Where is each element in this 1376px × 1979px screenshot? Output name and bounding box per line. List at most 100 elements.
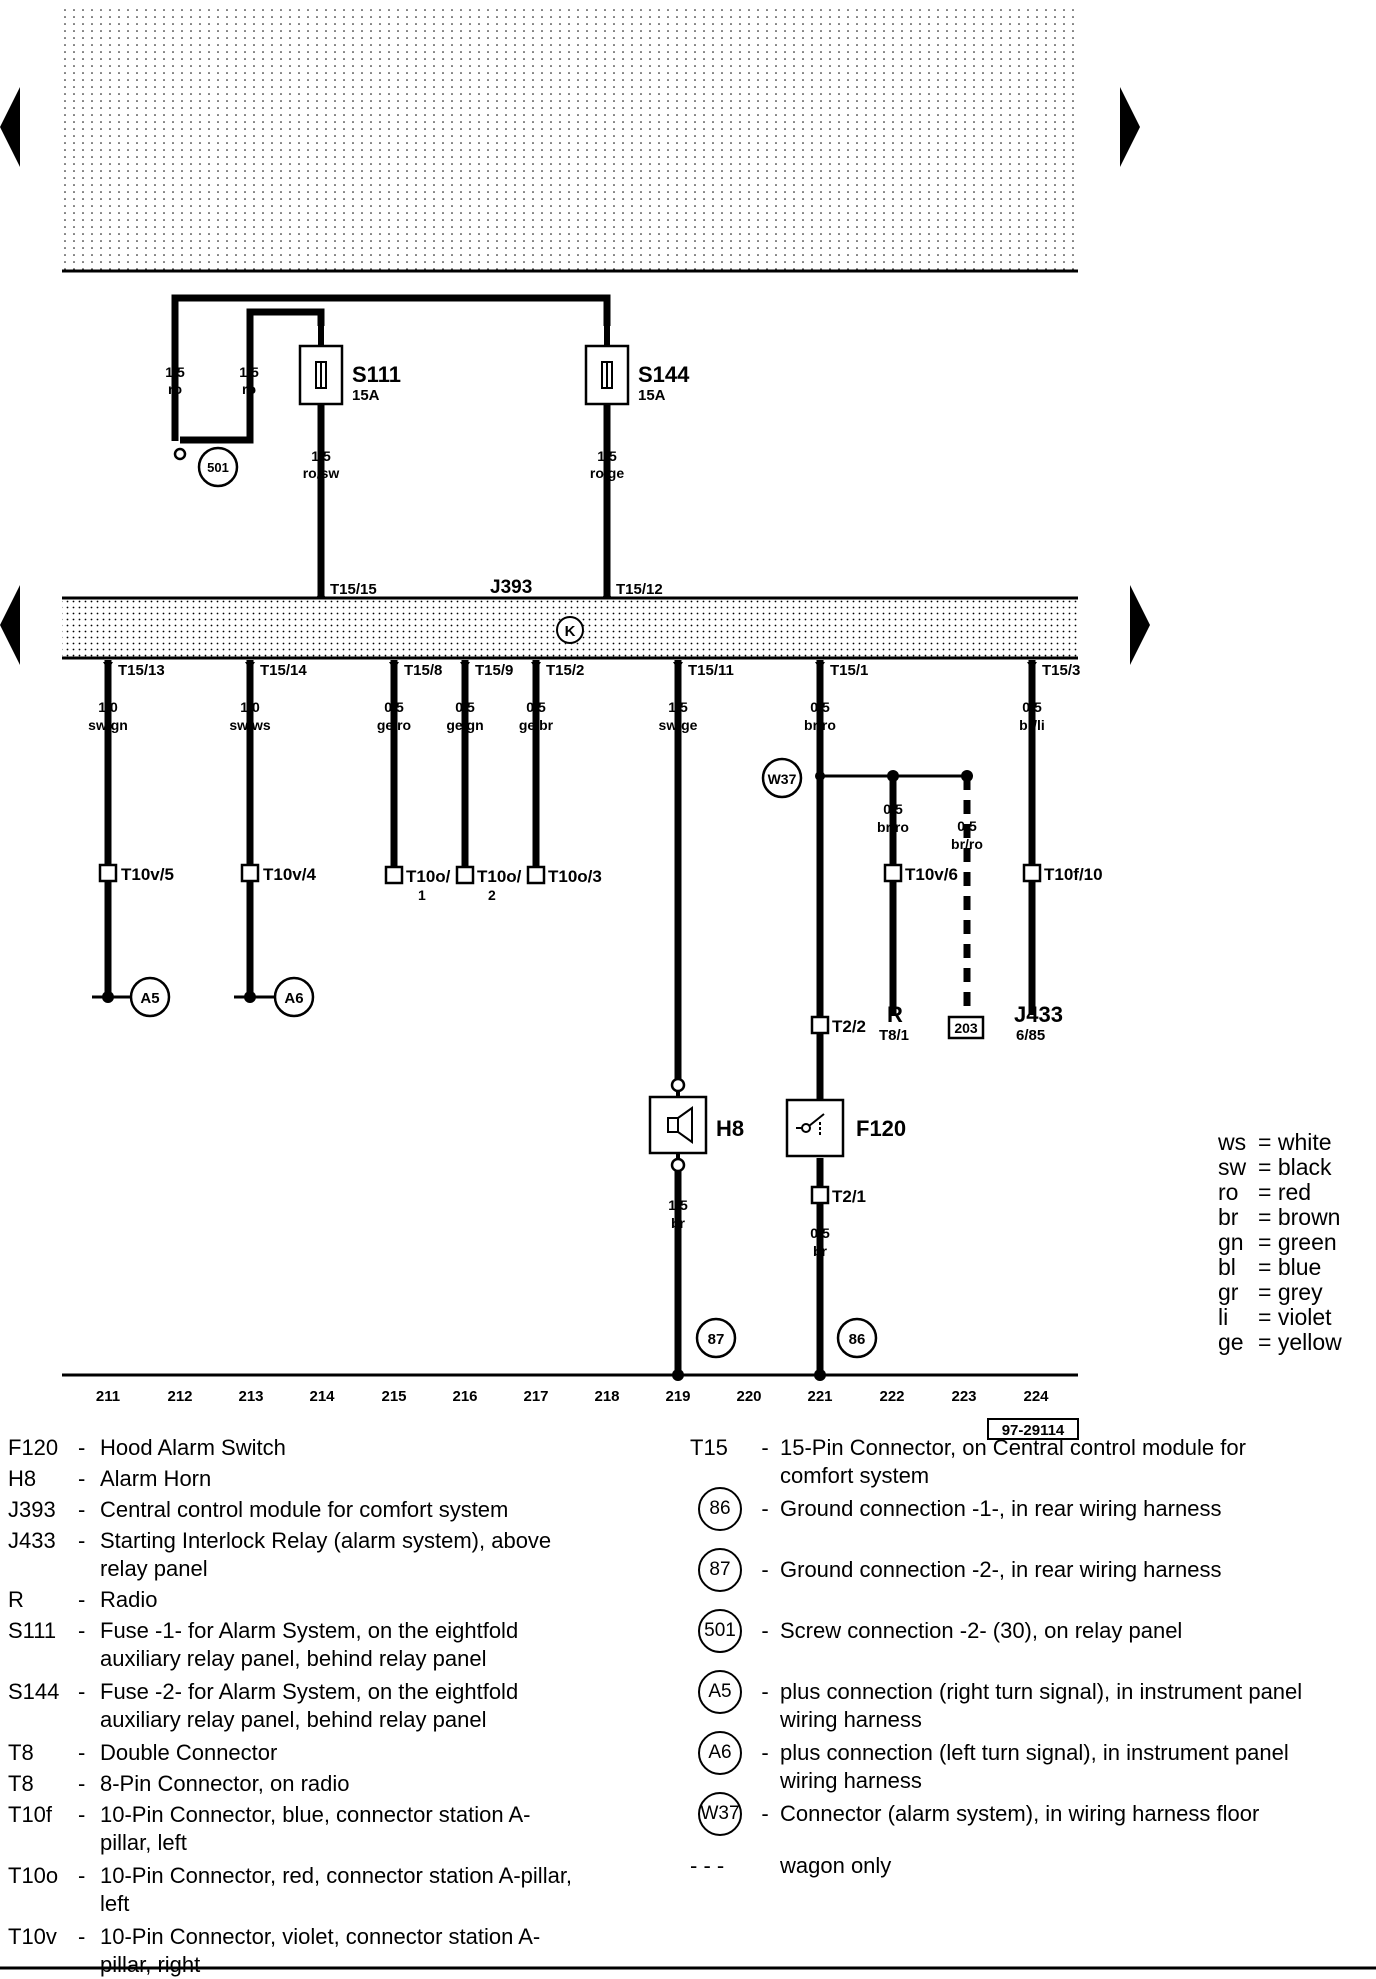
color-key-name: grey bbox=[1277, 1279, 1323, 1305]
next-page-arrow-2[interactable] bbox=[1130, 585, 1150, 665]
prev-page-arrow-2[interactable] bbox=[0, 585, 20, 665]
alarm-horn-h8 bbox=[648, 1077, 708, 1173]
color-key-row: gn= green bbox=[1218, 1229, 1337, 1255]
conn-t10o-1: T10o/ bbox=[406, 867, 451, 886]
color-key-code: bl bbox=[1218, 1254, 1236, 1280]
track-215: 215 bbox=[381, 1388, 406, 1405]
wire-2-gauge: 1,0 bbox=[240, 699, 260, 715]
bottom-pin-7: T15/1 bbox=[830, 662, 868, 679]
wire-4-color: ge/gn bbox=[446, 717, 483, 733]
color-key-name: brown bbox=[1277, 1204, 1341, 1230]
connector-w37 bbox=[761, 757, 803, 799]
color-key-name: yellow bbox=[1277, 1329, 1342, 1355]
legend-row: - - -wagon only bbox=[690, 1852, 1320, 1880]
legend-desc: Starting Interlock Relay (alarm system),… bbox=[100, 1528, 552, 1581]
wire-1-color: sw/gn bbox=[88, 717, 128, 733]
legend-row: J393-Central control module for comfort … bbox=[8, 1496, 580, 1524]
color-key-row: br= brown bbox=[1218, 1204, 1341, 1230]
module-j393-label: J393 bbox=[490, 577, 532, 598]
bottom-pin-3: T15/8 bbox=[404, 662, 442, 679]
wire-7-gauge: 0,5 bbox=[810, 699, 830, 715]
radio-label: R bbox=[887, 1002, 903, 1027]
wire-9-color: br/ro bbox=[877, 819, 909, 835]
plus-a5-symbol: A5 bbox=[698, 1670, 742, 1714]
prev-page-arrow[interactable] bbox=[0, 87, 20, 167]
legend-desc: 15-Pin Connector, on Central control mod… bbox=[780, 1435, 1246, 1488]
legend-desc: Hood Alarm Switch bbox=[100, 1435, 286, 1460]
legend-row: T10o-10-Pin Connector, red, connector st… bbox=[8, 1862, 580, 1918]
wire-4-gauge: 0,5 bbox=[455, 699, 475, 715]
component-legend-left: F120-Hood Alarm Switch H8-Alarm Horn J39… bbox=[8, 1434, 648, 1977]
color-key-row: ge= yellow bbox=[1218, 1329, 1342, 1355]
top-pin-t15-12: T15/12 bbox=[616, 581, 663, 598]
legend-desc: Screw connection -2- (30), on relay pane… bbox=[780, 1618, 1183, 1643]
track-216: 216 bbox=[452, 1388, 477, 1405]
legend-row: 86-Ground connection -1-, in rear wiring… bbox=[690, 1484, 1320, 1534]
color-key-row: li= violet bbox=[1218, 1304, 1332, 1330]
legend-desc: Ground connection -2-, in rear wiring ha… bbox=[780, 1557, 1222, 1582]
color-key-name: green bbox=[1277, 1229, 1337, 1255]
wire-color-key: ws= white sw= black ro= red br= brown gn… bbox=[1218, 1130, 1342, 1355]
wire-1-gauge: 1,0 bbox=[98, 699, 118, 715]
conn-t10o-2b: 2 bbox=[488, 887, 496, 903]
hood-switch-f120-label: F120 bbox=[856, 1116, 906, 1141]
wire-6-gauge: 1,5 bbox=[668, 699, 688, 715]
plus-a6-symbol: A6 bbox=[698, 1731, 742, 1775]
legend-code: T10o bbox=[8, 1863, 59, 1888]
plus-connection-a6 bbox=[273, 976, 315, 1018]
track-221: 221 bbox=[807, 1388, 832, 1405]
legend-desc: Alarm Horn bbox=[100, 1466, 212, 1491]
conn-t10v-5: T10v/5 bbox=[121, 865, 174, 884]
track-222: 222 bbox=[879, 1388, 904, 1405]
color-key-name: black bbox=[1277, 1154, 1332, 1180]
conn-t2-1: T2/1 bbox=[832, 1187, 866, 1206]
bottom-pin-8: T15/3 bbox=[1042, 662, 1080, 679]
wire-11-color: br bbox=[671, 1215, 686, 1231]
legend-desc: Connector (alarm system), in wiring harn… bbox=[780, 1801, 1260, 1826]
ground-87 bbox=[695, 1317, 737, 1359]
wire-6-color: sw/ge bbox=[659, 717, 698, 733]
color-key-row: gr= grey bbox=[1218, 1279, 1323, 1305]
color-key-name: white bbox=[1277, 1129, 1332, 1155]
legend-desc: Fuse -2- for Alarm System, on the eightf… bbox=[100, 1679, 519, 1732]
feed-wire-2-color: ro bbox=[242, 381, 256, 397]
fuse-s144 bbox=[584, 326, 630, 406]
track-219: 219 bbox=[665, 1388, 690, 1405]
legend-desc: Ground connection -1-, in rear wiring ha… bbox=[780, 1496, 1222, 1521]
conn-t10o-3: T10o/3 bbox=[548, 867, 602, 886]
legend-code: J433 bbox=[8, 1528, 56, 1553]
legend-desc: Radio bbox=[100, 1587, 158, 1612]
screw-connection-501-label: 501 bbox=[207, 460, 229, 475]
conn-t10o-1b: 1 bbox=[418, 887, 426, 903]
legend-desc: Double Connector bbox=[100, 1740, 278, 1765]
legend-desc: plus connection (left turn signal), in i… bbox=[780, 1740, 1289, 1793]
ground-87-symbol: 87 bbox=[698, 1548, 742, 1592]
legend-row: J433-Starting Interlock Relay (alarm sys… bbox=[8, 1527, 580, 1583]
wire-3-color: ge/ro bbox=[377, 717, 411, 733]
legend-code: T8 bbox=[8, 1740, 34, 1765]
legend-code: J393 bbox=[8, 1497, 56, 1522]
legend-code: S144 bbox=[8, 1679, 60, 1704]
color-key-name: blue bbox=[1277, 1254, 1322, 1280]
module-k-symbol-label: K bbox=[565, 623, 576, 640]
hood-switch-f120 bbox=[785, 1098, 845, 1158]
conn-t10f-10: T10f/10 bbox=[1044, 865, 1103, 884]
feed-wire-1-color: ro bbox=[168, 381, 182, 397]
feed-wire-1-gauge: 1,5 bbox=[165, 364, 185, 380]
color-key-row: ws= white bbox=[1218, 1129, 1332, 1155]
fuse-s111-id: S111 bbox=[352, 362, 401, 387]
legend-row: H8-Alarm Horn bbox=[8, 1465, 580, 1493]
track-224: 224 bbox=[1023, 1388, 1049, 1405]
legend-row: 87-Ground connection -2-, in rear wiring… bbox=[690, 1545, 1320, 1595]
legend-row: W37-Connector (alarm system), in wiring … bbox=[690, 1789, 1320, 1839]
legend-symbol: - - - bbox=[690, 1853, 725, 1878]
color-key-code: ge bbox=[1218, 1329, 1244, 1355]
next-page-arrow[interactable] bbox=[1120, 87, 1140, 167]
alarm-horn-h8-label: H8 bbox=[716, 1116, 744, 1141]
color-key-row: bl= blue bbox=[1218, 1254, 1322, 1280]
wire-7-color: br/ro bbox=[804, 717, 836, 733]
wire-10-gauge: 0,5 bbox=[957, 818, 977, 834]
track-223: 223 bbox=[951, 1388, 976, 1405]
bottom-pin-1: T15/13 bbox=[118, 662, 165, 679]
